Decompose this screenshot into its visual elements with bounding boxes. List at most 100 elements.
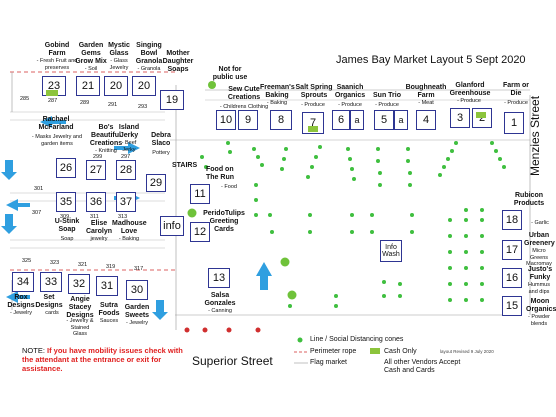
booth-7[interactable]: 7 xyxy=(302,112,324,134)
booth-2[interactable]: 2 xyxy=(472,108,492,128)
gardensweets-desc: - Jewelry xyxy=(125,320,148,326)
lot-285: 285 xyxy=(20,96,30,102)
debra-desc: Pottery xyxy=(152,150,170,156)
vendor-singingbowl-desc: - Granola xyxy=(137,66,161,72)
booth-4[interactable]: 4 xyxy=(416,110,436,130)
legend-rope: Perimeter rope xyxy=(310,348,357,355)
legend-cones: Line / Social Distancing cones xyxy=(310,336,404,343)
booth-20[interactable]: 20 xyxy=(132,76,156,96)
gardensweets-name: Garden Sweets xyxy=(124,304,150,319)
booth-35[interactable]: 35 xyxy=(56,192,76,212)
lot-313: 313 xyxy=(118,214,128,220)
set-desc: cards xyxy=(45,310,59,316)
lot-301: 301 xyxy=(34,186,44,192)
islandjerky-desc: - Beef Jerky xyxy=(121,140,137,153)
salsa-desc: - Canning xyxy=(208,308,232,314)
foodrun-name: Food on The Run xyxy=(206,166,234,181)
booth-18[interactable]: 18 xyxy=(502,210,522,230)
street-east: Menzies Street xyxy=(528,95,542,176)
ustink-name: U-Stink Soap xyxy=(54,218,80,233)
booth-17[interactable]: 17 xyxy=(502,240,522,260)
saanich-desc: - Produce xyxy=(338,102,362,108)
saltspring-desc: - Produce xyxy=(301,102,325,108)
booth-26[interactable]: 26 xyxy=(56,158,76,178)
booth-36[interactable]: 36 xyxy=(86,192,106,212)
booth-31[interactable]: 31 xyxy=(96,276,118,296)
farmordie-name: Farm or Die xyxy=(502,82,530,97)
booth-11[interactable]: 11 xyxy=(190,184,210,204)
layout-revised: layout Revised 9 July 2020 xyxy=(440,349,494,354)
street-south: Superior Street xyxy=(192,354,273,368)
booth-15[interactable]: 15 xyxy=(502,296,522,316)
booth-5a[interactable]: a xyxy=(394,110,408,130)
legend-symbols xyxy=(294,337,380,364)
booth-12[interactable]: 12 xyxy=(190,222,210,242)
lot-325: 325 xyxy=(22,258,32,264)
booth-16[interactable]: 16 xyxy=(502,268,522,288)
arrow-up-1 xyxy=(256,262,272,290)
lot-321: 321 xyxy=(78,262,88,268)
large-cones xyxy=(187,81,297,300)
vendor-gardengems-name: Garden Gems Grow Mix xyxy=(75,42,107,65)
rachael-name: Rachael McFarland xyxy=(38,116,74,131)
booth-20-left[interactable]: 20 xyxy=(104,76,128,96)
boughneath-name: Boughneath Farm xyxy=(405,84,447,99)
moon-desc: - Powder blends xyxy=(527,314,550,327)
booth-info[interactable]: info xyxy=(160,216,184,236)
glanford-name: Glanford Greenhouse xyxy=(449,82,491,97)
justo-name: Justo's Funky xyxy=(527,266,553,281)
arrow-down-1 xyxy=(1,160,17,180)
sewcute-desc: - Childrens Clothing xyxy=(219,104,269,110)
booth-34[interactable]: 34 xyxy=(12,272,34,292)
booth-1[interactable]: 1 xyxy=(504,112,524,134)
map-title: James Bay Market Layout 5 Sept 2020 xyxy=(336,54,526,66)
booth-21[interactable]: 21 xyxy=(76,76,100,96)
booth-30[interactable]: 30 xyxy=(126,280,148,300)
vendor-mysticglass-name: Mystic Glass xyxy=(108,42,130,57)
info-wash-station[interactable]: Info Wash xyxy=(380,240,402,262)
lot-323: 323 xyxy=(50,260,60,266)
booth-32[interactable]: 32 xyxy=(68,274,90,294)
booth-29[interactable]: 29 xyxy=(146,174,166,192)
booth-10[interactable]: 10 xyxy=(216,110,236,130)
booth-27[interactable]: 27 xyxy=(86,160,106,180)
booth-33[interactable]: 33 xyxy=(40,272,62,292)
sutra-name: Sutra Foods xyxy=(98,302,120,317)
rox-desc: - Jewelry xyxy=(9,310,32,316)
rox-name: Rox Designs xyxy=(7,294,35,309)
booth-28[interactable]: 28 xyxy=(116,160,136,180)
booth-5[interactable]: 5 xyxy=(374,110,394,130)
arrow-left-3 xyxy=(6,291,30,303)
legend-flag: Flag market xyxy=(310,359,347,366)
lot-317: 317 xyxy=(134,266,144,272)
vendor-mysticglass-desc: - Glass Jewelry xyxy=(109,58,129,71)
booth-9[interactable]: 9 xyxy=(238,110,258,130)
freeman-name: Freeman's Baking xyxy=(260,84,295,99)
booth-6a[interactable]: a xyxy=(350,110,364,130)
booth-8[interactable]: 8 xyxy=(270,110,292,130)
arrow-down-3 xyxy=(152,300,168,320)
lot-311: 311 xyxy=(90,214,99,220)
flag-dots xyxy=(184,327,261,333)
suntrio-desc: - Produce xyxy=(375,102,399,108)
booth-13[interactable]: 13 xyxy=(208,268,230,288)
distancing-cones xyxy=(200,141,506,308)
arrow-left-2 xyxy=(6,199,30,211)
booth-37[interactable]: 37 xyxy=(116,192,136,212)
booth-3[interactable]: 3 xyxy=(450,108,470,128)
freeman-desc: - Baking xyxy=(266,100,288,106)
not-public-label: Not for public use xyxy=(212,66,248,81)
arrow-right-1 xyxy=(114,142,140,154)
direction-arrows xyxy=(1,116,272,320)
booth-19[interactable]: 19 xyxy=(160,90,184,110)
farmordie-desc: - Produce xyxy=(504,100,528,106)
legend-cash: Cash Only xyxy=(384,348,417,355)
sutra-desc: Sauces xyxy=(99,318,119,324)
debra-name: Debra Slaco xyxy=(151,132,171,147)
booth-6[interactable]: 6 xyxy=(332,110,350,130)
urban-name: Urban Greenery xyxy=(524,232,555,247)
vendor-gobind-desc: - Fresh Fruit and preserves xyxy=(36,58,78,71)
salsa-name: Salsa Gonzales xyxy=(204,292,236,307)
